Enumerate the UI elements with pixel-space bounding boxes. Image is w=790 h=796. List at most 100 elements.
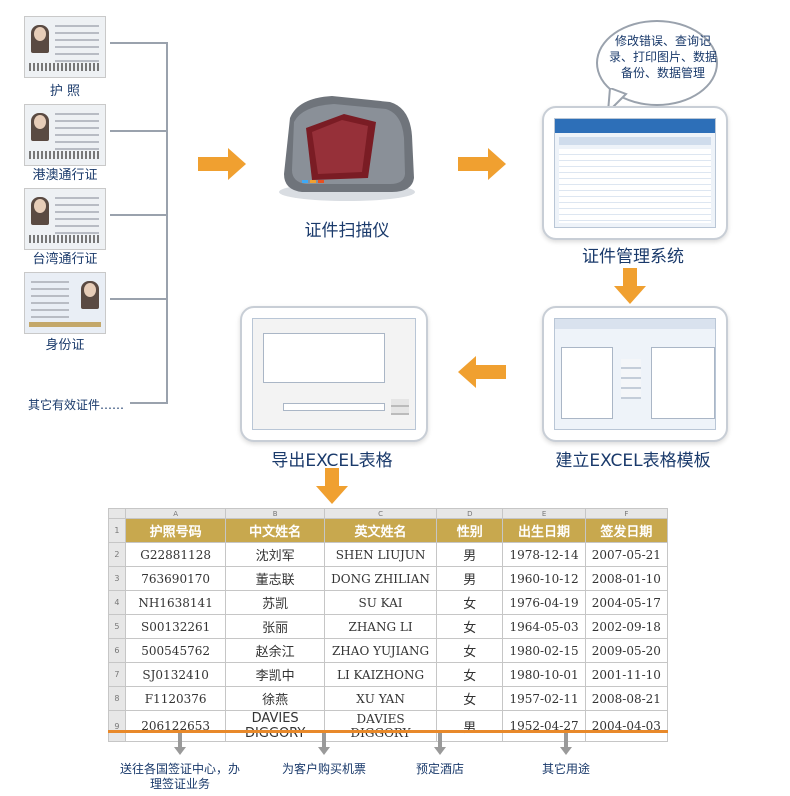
cell-english-name: ZHANG LI (323, 614, 438, 639)
header-issue-date: 签发日期 (584, 518, 669, 543)
cell-issue-date: 2004-05-17 (584, 590, 669, 615)
bracket-mid3 (110, 298, 168, 300)
id-text-lines (31, 281, 69, 319)
cell-gender: 女 (436, 686, 504, 711)
id-number-strip (29, 322, 101, 327)
cell-issue-date: 2002-09-18 (584, 614, 669, 639)
excel-sheet: A B C D E F 1 护照号码 中文姓名 英文姓名 性别 出生日期 签发日… (108, 508, 669, 742)
cell-chinese-name: 苏凯 (225, 590, 325, 615)
id-face (84, 283, 96, 297)
header-chinese-name: 中文姓名 (225, 518, 325, 543)
bracket-top (110, 42, 168, 44)
cell-passport-no: 763690170 (124, 566, 227, 591)
system-caption: 证件管理系统 (582, 247, 684, 267)
bracket-vertical (166, 42, 168, 404)
row-number: 9 (108, 710, 126, 742)
arrow-down-icon (614, 268, 646, 304)
doc-label-taiwan: 台湾通行证 (32, 252, 98, 267)
window-titlebar (555, 119, 715, 133)
tw-text-lines (55, 197, 99, 235)
passport-mrz (29, 63, 101, 71)
cell-chinese-name: DAVIES DIGGORY (225, 710, 325, 742)
row-number: 5 (108, 614, 126, 639)
col-letter: C (323, 508, 438, 519)
arrow-right-icon (458, 148, 506, 180)
row-number: 6 (108, 638, 126, 663)
header-passport-no: 护照号码 (124, 518, 227, 543)
row-number: 2 (108, 542, 126, 567)
cell-birth-date: 1980-02-15 (502, 638, 586, 663)
export-dialog (252, 318, 416, 430)
cell-english-name: ZHAO YUJIANG (323, 638, 438, 663)
header-gender: 性别 (436, 518, 504, 543)
use-visa-center: 送往各国签证中心，办理签证业务 (119, 762, 240, 791)
template-caption: 建立EXCEL表格模板 (555, 451, 711, 471)
cell-gender: 女 (436, 614, 504, 639)
tw-face (34, 199, 46, 213)
cell-issue-date: 2004-04-03 (584, 710, 669, 742)
features-bubble-text: 修改错误、查询记录、打印图片、数据备份、数据管理 (608, 34, 717, 80)
doc-label-hk-macau: 港澳通行证 (32, 168, 98, 183)
dialog-buttons (391, 399, 409, 415)
cell-chinese-name: 张丽 (225, 614, 325, 639)
cell-birth-date: 1980-10-01 (502, 662, 586, 687)
header-row: 1 护照号码 中文姓名 英文姓名 性别 出生日期 签发日期 (108, 518, 669, 543)
tw-mrz (29, 235, 101, 243)
cell-chinese-name: 沈刘军 (225, 542, 325, 567)
cell-english-name: DONG ZHILIAN (323, 566, 438, 591)
corner-cell (108, 508, 126, 519)
template-titlebar (555, 319, 715, 329)
cell-passport-no: 500545762 (124, 638, 227, 663)
cell-english-name: SHEN LIUJUN (323, 542, 438, 567)
cell-passport-no: 206122653 (124, 710, 227, 742)
column-letters-row: A B C D E F (108, 508, 669, 519)
arrow-down-icon (316, 468, 348, 504)
col-letter: B (225, 508, 325, 519)
management-system-screenshot (542, 106, 728, 240)
bracket-mid1 (110, 130, 168, 132)
table-bottom-line (108, 730, 668, 733)
field-list (561, 347, 613, 419)
window-toolbar (559, 137, 711, 145)
cell-gender: 男 (436, 566, 504, 591)
move-buttons (621, 359, 641, 399)
id-card-thumbnail (24, 272, 106, 334)
passport-face (34, 27, 46, 41)
cell-gender: 男 (436, 542, 504, 567)
arrow-down-gray-icon (318, 733, 330, 755)
cell-issue-date: 2007-05-21 (584, 542, 669, 567)
template-screenshot (542, 306, 728, 442)
cell-english-name: SU KAI (323, 590, 438, 615)
cell-birth-date: 1952-04-27 (502, 710, 586, 742)
hk-face (34, 115, 46, 129)
cell-birth-date: 1978-12-14 (502, 542, 586, 567)
cell-passport-no: G22881128 (124, 542, 227, 567)
use-hotel: 预定酒店 (415, 762, 464, 776)
header-english-name: 英文姓名 (323, 518, 438, 543)
passport-thumbnail (24, 16, 106, 78)
col-letter: E (502, 508, 586, 519)
cell-chinese-name: 赵余江 (225, 638, 325, 663)
hk-mrz (29, 151, 101, 159)
cell-issue-date: 2008-01-10 (584, 566, 669, 591)
row-number: 3 (108, 566, 126, 591)
cell-birth-date: 1964-05-03 (502, 614, 586, 639)
arrow-right-icon (198, 148, 246, 180)
template-window (554, 318, 716, 430)
cell-birth-date: 1976-04-19 (502, 590, 586, 615)
scanner-caption: 证件扫描仪 (304, 221, 390, 241)
export-caption: 导出EXCEL表格 (271, 451, 393, 471)
arrow-down-gray-icon (434, 733, 446, 755)
passport-text-lines (55, 25, 99, 63)
col-letter: F (584, 508, 669, 519)
hk-macau-permit-thumbnail (24, 104, 106, 166)
cell-issue-date: 2009-05-20 (584, 638, 669, 663)
